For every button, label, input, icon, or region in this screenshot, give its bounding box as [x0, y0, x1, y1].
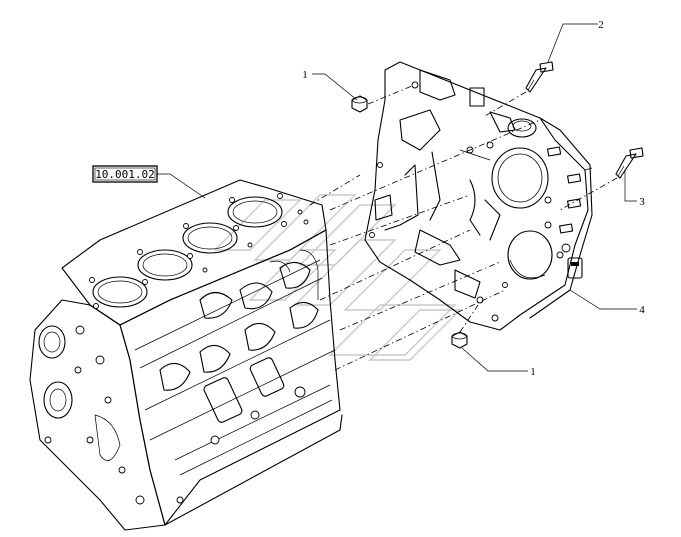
reference-label-text: 10.001.02 [95, 168, 155, 181]
reference-label: 10.001.02 [92, 165, 158, 183]
watermark-logo [213, 194, 462, 361]
callout-number-screw-right: 3 [639, 196, 645, 208]
callout-number-nut-top: 1 [302, 69, 308, 81]
callout-number-screw-top: 2 [598, 19, 604, 31]
nut-bottom [451, 331, 468, 349]
screw-top [525, 61, 554, 93]
assembly-centerlines [309, 85, 618, 371]
flywheel-housing [364, 61, 593, 331]
callout-number-housing: 4 [639, 304, 645, 316]
leader-lines [157, 23, 637, 372]
engine-block [29, 179, 343, 531]
nut-top [351, 95, 368, 113]
callout-number-nut-bottom: 1 [530, 366, 536, 378]
screw-right [615, 147, 644, 179]
